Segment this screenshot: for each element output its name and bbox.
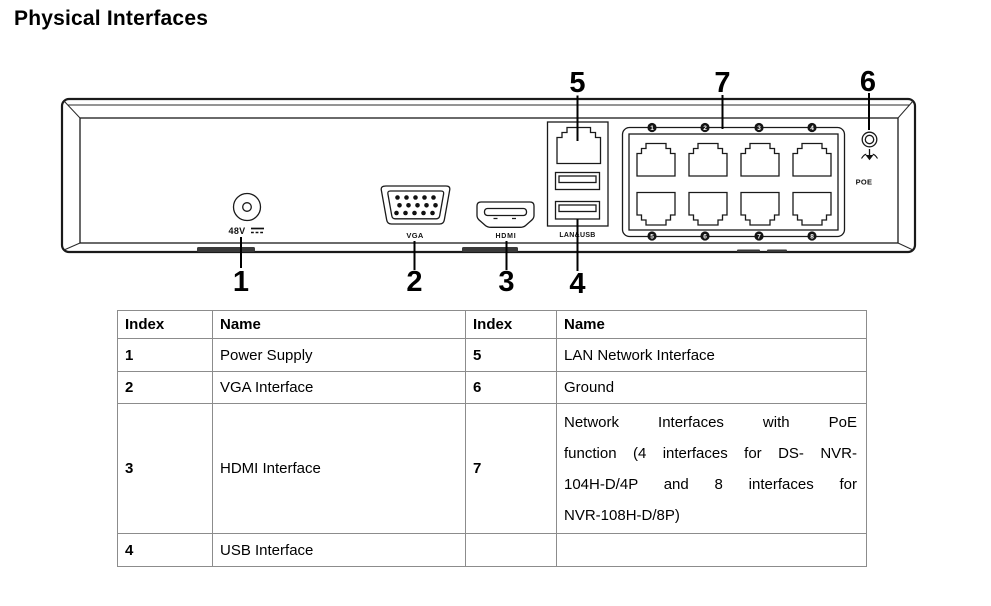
cell-index: 2 [117, 371, 213, 404]
cell-name: LAN Network Interface [556, 338, 867, 372]
table-row: 3 HDMI Interface 7 Network Interfaces wi… [117, 403, 867, 534]
poe-description-line: Network Interfaces with PoE [564, 413, 857, 431]
power-connector: 48V [229, 192, 264, 236]
header-name-left: Name [212, 310, 466, 339]
header-name-right: Name [556, 310, 867, 339]
header-index-left: Index [117, 310, 213, 339]
poe-port-7 [740, 191, 780, 226]
svg-text:7: 7 [757, 233, 761, 240]
poe-port-number-badges: 1 2 3 4 5 6 7 8 [647, 122, 817, 241]
callout-number-2: 2 [406, 266, 422, 298]
cell-name: USB Interface [212, 533, 466, 567]
cell-index [465, 533, 557, 567]
poe-description-line: NVR-108H-D/8P) [564, 506, 680, 524]
rj45-lan-port [556, 126, 602, 165]
ground-area: POE [856, 131, 878, 187]
poe-port-5 [636, 191, 676, 226]
cell-name: Ground [556, 371, 867, 404]
device-foot [462, 247, 518, 252]
power-label: 48V [229, 226, 246, 236]
callout-number-4: 4 [569, 268, 585, 300]
table-row: 4 USB Interface [117, 533, 867, 567]
cell-name: Power Supply [212, 338, 466, 372]
cell-index: 5 [465, 338, 557, 372]
svg-text:8: 8 [810, 233, 814, 240]
poe-port-8 [792, 191, 832, 226]
callout-number-1: 1 [233, 266, 249, 298]
cell-index: 4 [117, 533, 213, 567]
poe-port-3 [740, 142, 780, 177]
poe-port-1 [636, 142, 676, 177]
hdmi-label: HDMI [495, 233, 516, 240]
cell-index: 1 [117, 338, 213, 372]
callout-numbers: 1 2 3 4 5 6 7 [233, 66, 876, 300]
ground-screw [861, 131, 878, 148]
dc-symbol-icon [251, 227, 264, 234]
callout-number-7: 7 [714, 67, 730, 99]
poe-label: POE [856, 178, 873, 187]
header-index-right: Index [465, 310, 557, 339]
svg-text:6: 6 [703, 233, 707, 240]
table-header-row: Index Name Index Name [117, 310, 867, 339]
poe-port-4 [792, 142, 832, 177]
cell-index: 6 [465, 371, 557, 404]
hdmi-port: HDMI [476, 201, 535, 240]
svg-text:5: 5 [650, 233, 654, 240]
svg-text:2: 2 [703, 125, 707, 132]
cell-name [556, 533, 867, 567]
rear-panel-diagram: 48V VGA HDMI [60, 66, 917, 300]
table-row: 2 VGA Interface 6 Ground [117, 371, 867, 404]
usb-port-1 [554, 171, 601, 191]
callout-number-5: 5 [569, 67, 585, 99]
cell-index: 7 [465, 403, 557, 534]
usb-port-2 [554, 200, 601, 220]
page-title: Physical Interfaces [14, 7, 209, 30]
poe-port-6 [688, 191, 728, 226]
svg-text:1: 1 [650, 125, 654, 132]
interface-table: Index Name Index Name 1 Power Supply 5 L… [117, 310, 867, 567]
poe-description-line: 104H-D/4P and 8 interfaces for [564, 475, 857, 493]
device-chassis [60, 97, 917, 254]
vga-pin-holes [394, 195, 438, 216]
svg-text:4: 4 [810, 125, 814, 132]
svg-text:3: 3 [757, 125, 761, 132]
callout-number-3: 3 [498, 266, 514, 298]
poe-panel: 1 2 3 4 5 6 7 8 [621, 122, 846, 241]
cell-name: HDMI Interface [212, 403, 466, 534]
callout-lines [240, 93, 870, 271]
device-foot [197, 247, 255, 252]
device-foot [737, 249, 760, 252]
vga-port: VGA [380, 185, 451, 240]
callout-number-6: 6 [860, 66, 876, 98]
ground-icon [861, 149, 878, 161]
poe-description-line: function (4 interfaces for DS- NVR- [564, 444, 857, 462]
cell-name-multiline: Network Interfaces with PoE function (4 … [556, 403, 867, 534]
vga-label: VGA [406, 231, 423, 240]
table-row: 1 Power Supply 5 LAN Network Interface [117, 338, 867, 372]
device-foot [767, 249, 787, 252]
cell-index: 3 [117, 403, 213, 534]
poe-port-2 [688, 142, 728, 177]
cell-name: VGA Interface [212, 371, 466, 404]
